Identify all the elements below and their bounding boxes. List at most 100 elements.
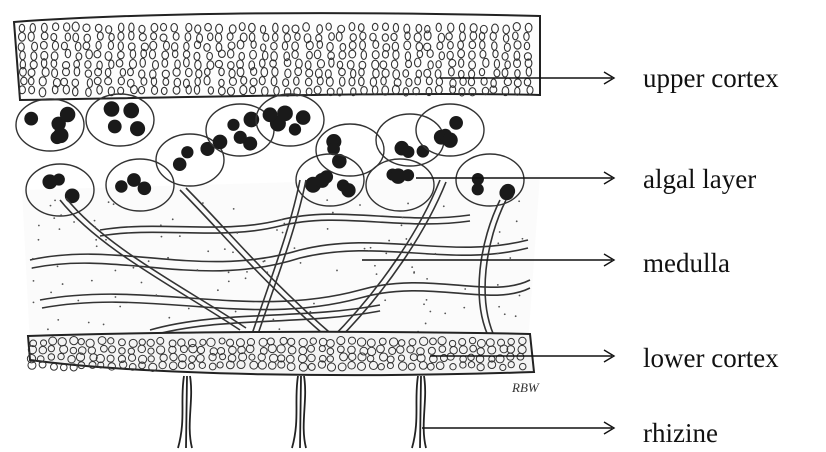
medulla-dot [232,251,234,253]
medulla-dot [53,217,55,219]
medulla-dot [519,295,521,297]
medulla-dot [463,307,465,309]
medulla-dot [38,225,40,227]
algal-cell [104,102,118,116]
algal-cell [213,135,228,150]
medulla-dot [515,315,517,317]
medulla-dot [188,308,190,310]
medulla-dot [115,296,117,298]
algal-cell [173,157,187,171]
algal-cell [60,107,75,122]
medulla-dot [516,220,518,222]
medulla-dot [32,267,34,269]
algal-cell [277,105,293,121]
medulla-dot [434,253,436,255]
medulla-dot [287,227,289,229]
medulla-dot [384,299,386,301]
medulla-dot [161,236,163,238]
medulla-dot [95,239,97,241]
medulla-dot [168,317,170,319]
medulla-dot [313,303,315,305]
medulla-dot [33,301,35,303]
algal-cell [296,110,311,125]
medulla-dot [499,231,501,233]
medulla-dot [47,328,49,330]
label-algal-layer: algal layer [643,166,756,193]
medulla-dot [388,240,390,242]
medulla-dot [233,208,235,210]
medulla-dot [327,228,329,230]
medulla-dot [38,239,40,241]
medulla-dot [133,267,135,269]
medulla-dot [272,318,274,320]
medulla-dot [413,272,415,274]
medulla-dot [60,214,62,216]
algal-cell [115,180,127,192]
algal-cell [181,146,193,158]
medulla-dot [332,212,334,214]
medulla-dot [217,308,219,310]
medulla-dot [410,243,412,245]
algal-cell [200,142,214,156]
medulla-dot [57,265,59,267]
medulla-dot [411,266,413,268]
algal-cell [499,185,514,200]
medulla-dot [160,224,162,226]
medulla-dot [297,215,299,217]
algal-cell [108,120,122,134]
medulla-dot [376,273,378,275]
medulla-dot [148,260,150,262]
medulla-dot [425,323,427,325]
medulla-dot [276,276,278,278]
medulla-dot [426,299,428,301]
medulla-dot [103,324,105,326]
medulla-dot [159,295,161,297]
algal-cell [320,170,333,183]
medulla-dot [281,219,283,221]
medulla-dot [114,270,116,272]
medulla-dot [108,201,110,203]
medulla-dot [497,253,499,255]
medulla-dot [429,311,431,313]
medulla-dot [172,218,174,220]
medulla-dot [179,235,181,237]
medulla-dot [464,288,466,290]
medulla-dot [509,257,511,259]
medulla-dot [370,247,372,249]
medulla-dot [402,217,404,219]
medulla-dot [423,303,425,305]
label-upper-cortex: upper cortex [643,65,779,92]
medulla-dot [245,277,247,279]
medulla-dot [91,280,93,282]
medulla-dot [94,220,96,222]
medulla-dot [224,248,226,250]
label-lower-cortex: lower cortex [643,345,779,372]
medulla-dot [497,242,499,244]
algal-cell [449,116,463,130]
medulla-dot [77,300,79,302]
medulla-dot [359,204,361,206]
medulla-dot [235,311,237,313]
medulla-dot [246,271,248,273]
medulla-dot [405,238,407,240]
medulla-dot [444,312,446,314]
medulla-dot [518,200,520,202]
medulla-dot [336,270,338,272]
medulla-dot [196,269,198,271]
medulla-dot [294,247,296,249]
medulla-dot [228,280,230,282]
medulla-dot [57,319,59,321]
medulla-dot [33,280,35,282]
medulla-dot [276,229,278,231]
medulla-dot [167,257,169,259]
medulla-dot [217,289,219,291]
medulla-dot [426,278,428,280]
medulla-dot [309,311,311,313]
artist-signature: RBW [511,380,540,395]
medulla-dot [378,310,380,312]
algal-cell [42,174,57,189]
medulla-dot [300,262,302,264]
medulla-dot [262,261,264,263]
medulla-dot [113,203,115,205]
algal-cell [289,123,301,135]
